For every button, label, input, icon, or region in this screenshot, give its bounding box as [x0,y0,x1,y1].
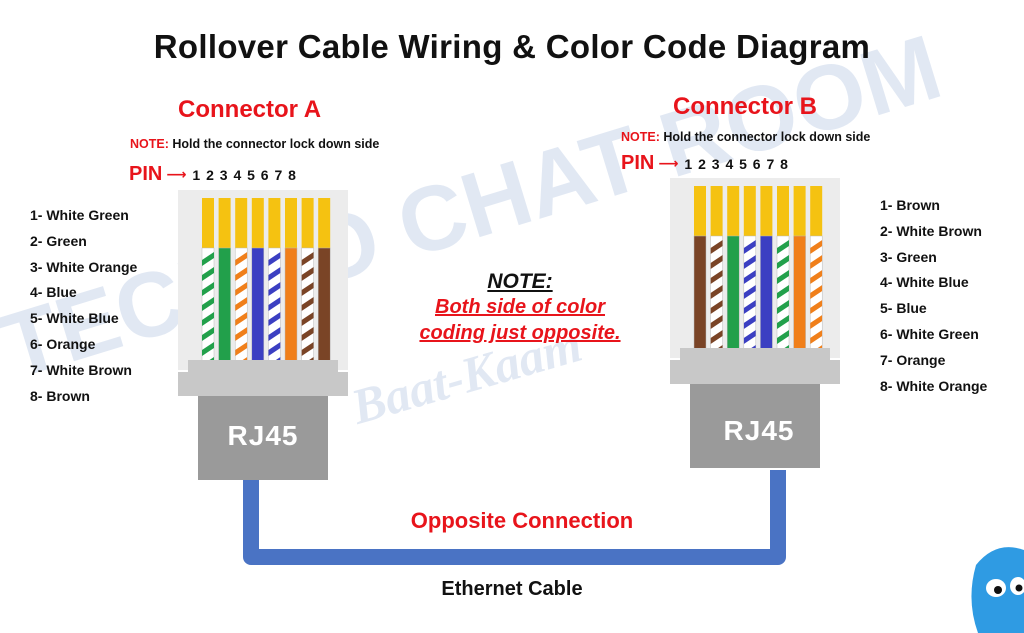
center-note: NOTE: Both side of color coding just opp… [370,270,670,346]
connector-b-pin-contact [694,186,706,241]
connector-b-pin-contact [743,186,756,241]
note-text: Hold the connector lock down side [663,130,871,144]
connector-a-wire [218,247,231,363]
connector-b-wire [760,235,773,351]
connector-b-wire [726,235,740,351]
connector-a-jack-label: RJ45 [227,420,299,451]
connector-b-pin-contact [727,186,740,241]
connector-a-pin-contact [268,198,281,253]
note-label: NOTE: [130,137,169,151]
connector-a-pin-contact [285,198,297,253]
connector-b-boot [690,384,820,468]
connector-a-pin-contact [301,198,314,253]
wire-label: 4- Blue [30,284,77,301]
connector-a-pin-contact [235,198,248,253]
pin-numbers: 1 2 3 4 5 6 7 8 [192,166,297,183]
pin-numbers: 1 2 3 4 5 6 7 8 [684,155,789,172]
connector-b-pin-row: PIN ⟶ 1 2 3 4 5 6 7 8 [621,152,789,175]
connector-a-wire-stripe [268,252,281,362]
connector-b-note: NOTE: Hold the connector lock down side [621,130,870,144]
wire-label: 1- White Green [30,207,129,223]
page-title: Rollover Cable Wiring & Color Code Diagr… [153,28,871,65]
connector-a-wire-stripe [235,252,248,362]
wire-label: 7- Orange [880,351,946,368]
connector-b-strain-bar [670,360,840,384]
wire-label: 8- Brown [30,387,90,404]
wire-label: 1- Brown [880,197,940,213]
connector-a-wire [317,247,331,363]
connector-a-pin-contact [218,198,231,253]
wire-label: 5- White Blue [30,310,119,327]
arrow-right-icon: ⟶ [166,166,187,182]
wire-label: 8- White Orange [880,377,988,394]
ethernet-cable-label: Ethernet Cable [441,578,583,600]
connector-a-note: NOTE: Hold the connector lock down side [130,137,379,151]
center-note-line2: coding just opposite. [419,322,621,344]
connector-b-wire-stripe [777,240,789,350]
wire-label: 7- White Brown [30,361,132,378]
connector-b-pin-contact [810,186,823,241]
connector-b-pin-contact [777,186,789,241]
connector-b-jack-label: RJ45 [723,415,795,446]
connector-a-pin-contact [202,198,214,253]
note-label: NOTE: [621,130,660,144]
connector-a-pin-row: PIN ⟶ 1 2 3 4 5 6 7 8 [129,163,297,186]
arrow-right-icon: ⟶ [658,155,679,171]
connector-a-graphic [178,190,348,480]
wire-label: 2- White Brown [880,222,982,239]
connector-a-strain-bar [178,372,348,396]
wire-label: 6- White Green [880,325,979,342]
center-note-heading: NOTE: [487,270,553,293]
wire-label: 5- Blue [880,300,927,317]
connector-a-title: Connector A [178,96,322,123]
center-note-line1: Both side of color [435,296,605,318]
wire-label: 4- White Blue [880,274,969,291]
connector-a-crimp [188,360,338,372]
chat-mascot-icon [971,547,1024,633]
connector-a-wire-list: 1- White Green 2- Green 3- White Orange … [30,203,137,409]
connector-a-wire [284,247,298,363]
connector-b-wire [693,235,707,351]
wire-label: 3- Green [880,248,937,265]
connector-a-boot [198,396,328,480]
connector-a-pin-contact [251,198,264,253]
pin-label: PIN [621,152,655,174]
pin-label: PIN [129,163,163,185]
connector-a-wire-stripe [301,252,314,362]
connector-b-wire [793,235,806,351]
connector-b-pin-contact [710,186,723,241]
connector-a-pin-contact [318,198,331,253]
connector-b-pin-contact [793,186,806,241]
connector-b-pin-contact [760,186,773,241]
note-text: Hold the connector lock down side [172,137,380,151]
connector-b-wire-list: 1- Brown 2- White Brown 3- Green 4- Whit… [880,193,987,399]
connector-b-graphic [670,178,840,468]
connector-a-wire-stripe [202,252,214,362]
connector-b-wire-stripe [810,240,823,350]
connector-a-wire [251,247,265,363]
opposite-connection-label: Opposite Connection [410,508,634,533]
connector-b-wire-stripe [710,240,723,350]
wire-label: 6- Orange [30,335,96,352]
connector-b-wire-stripe [743,240,756,350]
wire-label: 3- White Orange [30,258,138,275]
wire-label: 2- Green [30,232,87,249]
connector-b-title: Connector B [673,93,817,120]
connector-b-crimp [680,348,830,360]
